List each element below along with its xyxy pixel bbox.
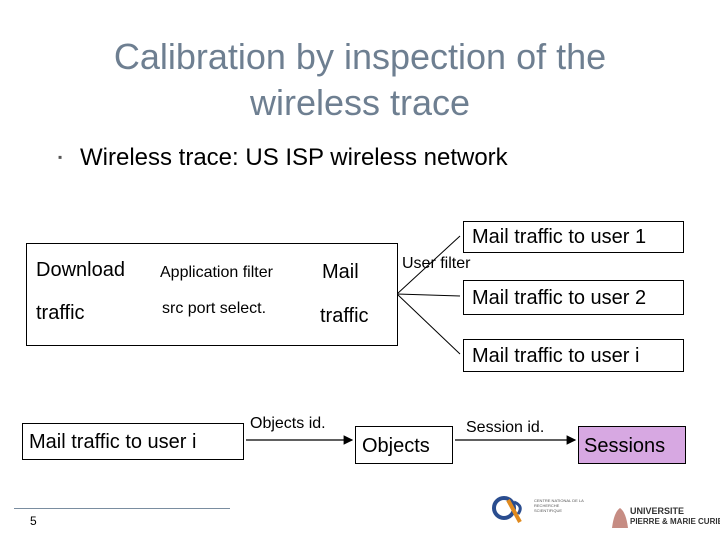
- traffic-label: traffic: [36, 302, 85, 324]
- input-user-i-label: Mail traffic to user i: [29, 431, 197, 453]
- objects-label: Objects: [362, 435, 430, 457]
- output-user-2-label: Mail traffic to user 2: [472, 287, 647, 309]
- output-user-1-box: Mail traffic to user 1: [463, 221, 684, 253]
- session-id-label: Session id.: [466, 419, 545, 436]
- footer-divider: [14, 508, 230, 509]
- page-number: 5: [30, 514, 37, 528]
- cnrs-logo-subtext: CENTRE NATIONAL DE LA RECHERCHE SCIENTIF…: [534, 498, 584, 513]
- upmc-line-1: UNIVERSITE: [630, 506, 685, 516]
- bullet-square-icon: ▪: [58, 150, 63, 164]
- download-label: Download: [36, 259, 125, 281]
- fan-line-user-2: [396, 293, 461, 297]
- objects-id-label: Objects id.: [250, 415, 326, 432]
- application-filter-label: Application filter: [160, 264, 273, 281]
- output-user-i-box: Mail traffic to user i: [463, 339, 684, 372]
- user-filter-label: User filter: [402, 255, 471, 272]
- objects-box: Objects: [355, 426, 453, 464]
- fan-line-user-1: [396, 235, 461, 295]
- output-user-1-label: Mail traffic to user 1: [472, 226, 647, 248]
- output-user-i-label: Mail traffic to user i: [472, 345, 640, 367]
- fan-line-user-i: [396, 293, 461, 355]
- sessions-box: Sessions: [578, 426, 686, 464]
- output-user-2-box: Mail traffic to user 2: [463, 280, 684, 315]
- mail-label: Mail: [322, 261, 359, 283]
- input-user-i-box: Mail traffic to user i: [22, 423, 244, 460]
- cnrs-logo: CENTRE NATIONAL DE LA RECHERCHE SCIENTIF…: [490, 492, 590, 532]
- sessions-label: Sessions: [584, 435, 666, 457]
- bullet-text: Wireless trace: US ISP wireless network: [80, 144, 508, 171]
- mail-traffic-label: traffic: [320, 305, 369, 327]
- download-traffic-pipeline-box: [26, 243, 398, 346]
- upmc-logo: UNIVERSITE PIERRE & MARIE CURIE: [608, 496, 720, 536]
- cnrs-logo-mark-icon: [492, 496, 522, 523]
- upmc-emblem-icon: [612, 508, 628, 528]
- src-port-select-label: src port select.: [162, 300, 267, 317]
- title-line-1: Calibration by inspection of the: [113, 36, 607, 77]
- slide-title: Calibration by inspection of the wireles…: [60, 34, 660, 126]
- title-line-2: wireless trace: [249, 82, 471, 123]
- upmc-line-2: PIERRE & MARIE CURIE: [630, 517, 720, 526]
